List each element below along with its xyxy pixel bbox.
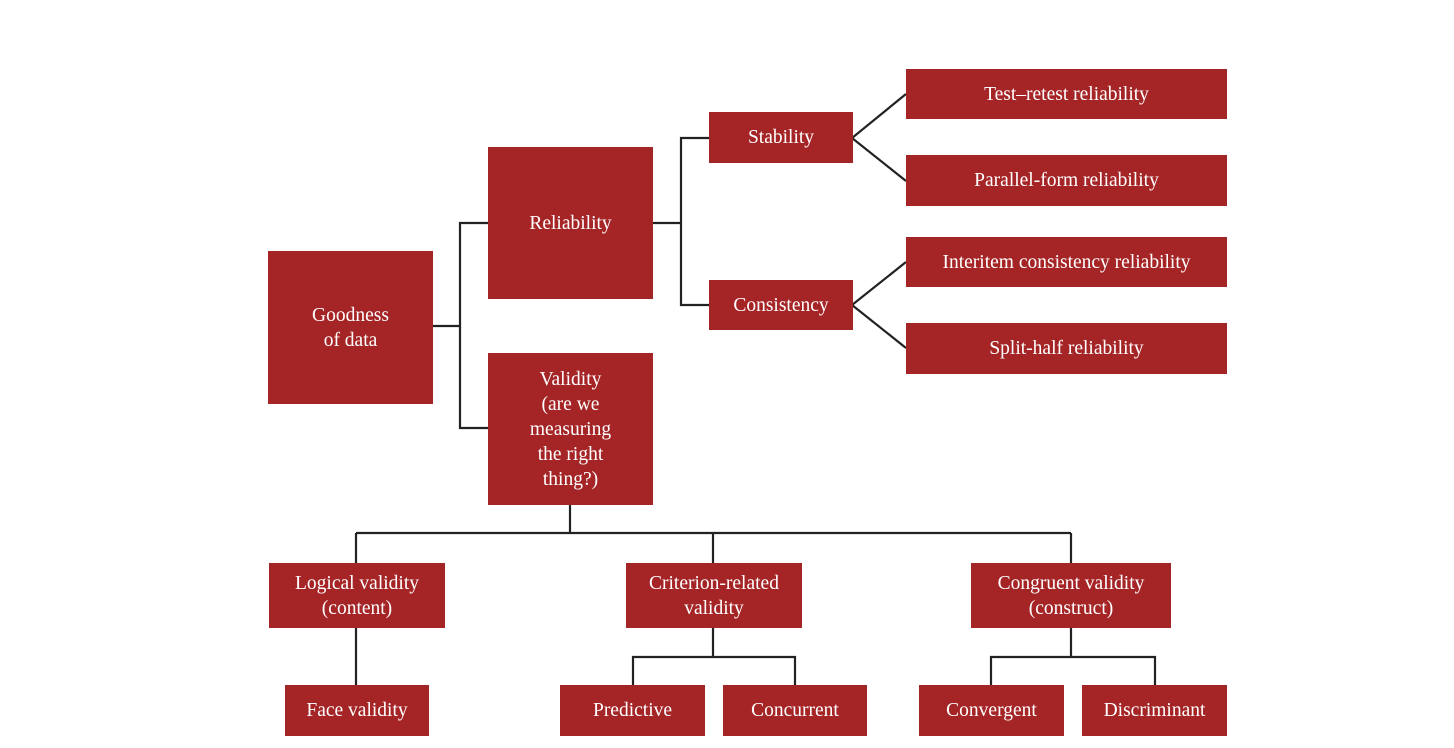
node-congruent-validity: Congruent validity (construct) [971,563,1171,628]
node-logical-validity-label: Logical validity (content) [294,572,419,619]
node-stability: Stability [709,112,853,163]
node-stability-label: Stability [747,127,815,148]
node-test-retest-reliability-label: Test–retest reliability [984,83,1149,105]
node-consistency-label: Consistency [733,294,829,316]
node-interitem-consistency-reliability: Interitem consistency reliability [906,237,1227,287]
connector-reliability-children [679,136,709,307]
node-reliability-label: Reliability [529,212,612,234]
node-validity-label: Validity (are we measuring the right thi… [529,368,612,490]
node-face-validity: Face validity [285,685,429,736]
node-goodness-of-data-label: Goodness of data [312,304,389,351]
node-logical-validity: Logical validity (content) [269,563,445,628]
node-test-retest-reliability: Test–retest reliability [906,69,1227,119]
connector-criterion-children [631,655,797,685]
node-split-half-reliability-label: Split-half reliability [989,338,1144,359]
node-interitem-consistency-reliability-label: Interitem consistency reliability [942,251,1191,273]
node-reliability: Reliability [488,147,653,299]
node-discriminant: Discriminant [1082,685,1227,736]
node-criterion-related-validity: Criterion-related validity [626,563,802,628]
node-concurrent-label: Concurrent [751,700,839,721]
node-convergent: Convergent [919,685,1064,736]
node-predictive-label: Predictive [592,700,673,721]
connector-congruent-children [989,655,1157,685]
node-parallel-form-reliability-label: Parallel-form reliability [974,170,1159,191]
node-goodness-of-data: Goodness of data [268,251,433,404]
node-split-half-reliability: Split-half reliability [906,323,1227,374]
node-validity: Validity (are we measuring the right thi… [488,353,653,505]
node-concurrent: Concurrent [723,685,867,736]
connector-root-to-reliability [458,221,488,430]
node-face-validity-label: Face validity [306,700,408,721]
node-convergent-label: Convergent [946,700,1037,721]
node-discriminant-label: Discriminant [1103,700,1206,721]
connector-stability-to-test-retest [851,93,907,139]
node-predictive: Predictive [560,685,705,736]
node-congruent-validity-label: Congruent validity (construct) [997,572,1145,619]
node-criterion-related-validity-label: Criterion-related validity [649,572,779,619]
connector-consistency-to-split-half [851,304,907,349]
connector-consistency-to-interitem [851,261,907,306]
node-consistency: Consistency [709,280,853,330]
connector-stability-to-parallel-form [851,137,907,182]
node-parallel-form-reliability: Parallel-form reliability [906,155,1227,206]
